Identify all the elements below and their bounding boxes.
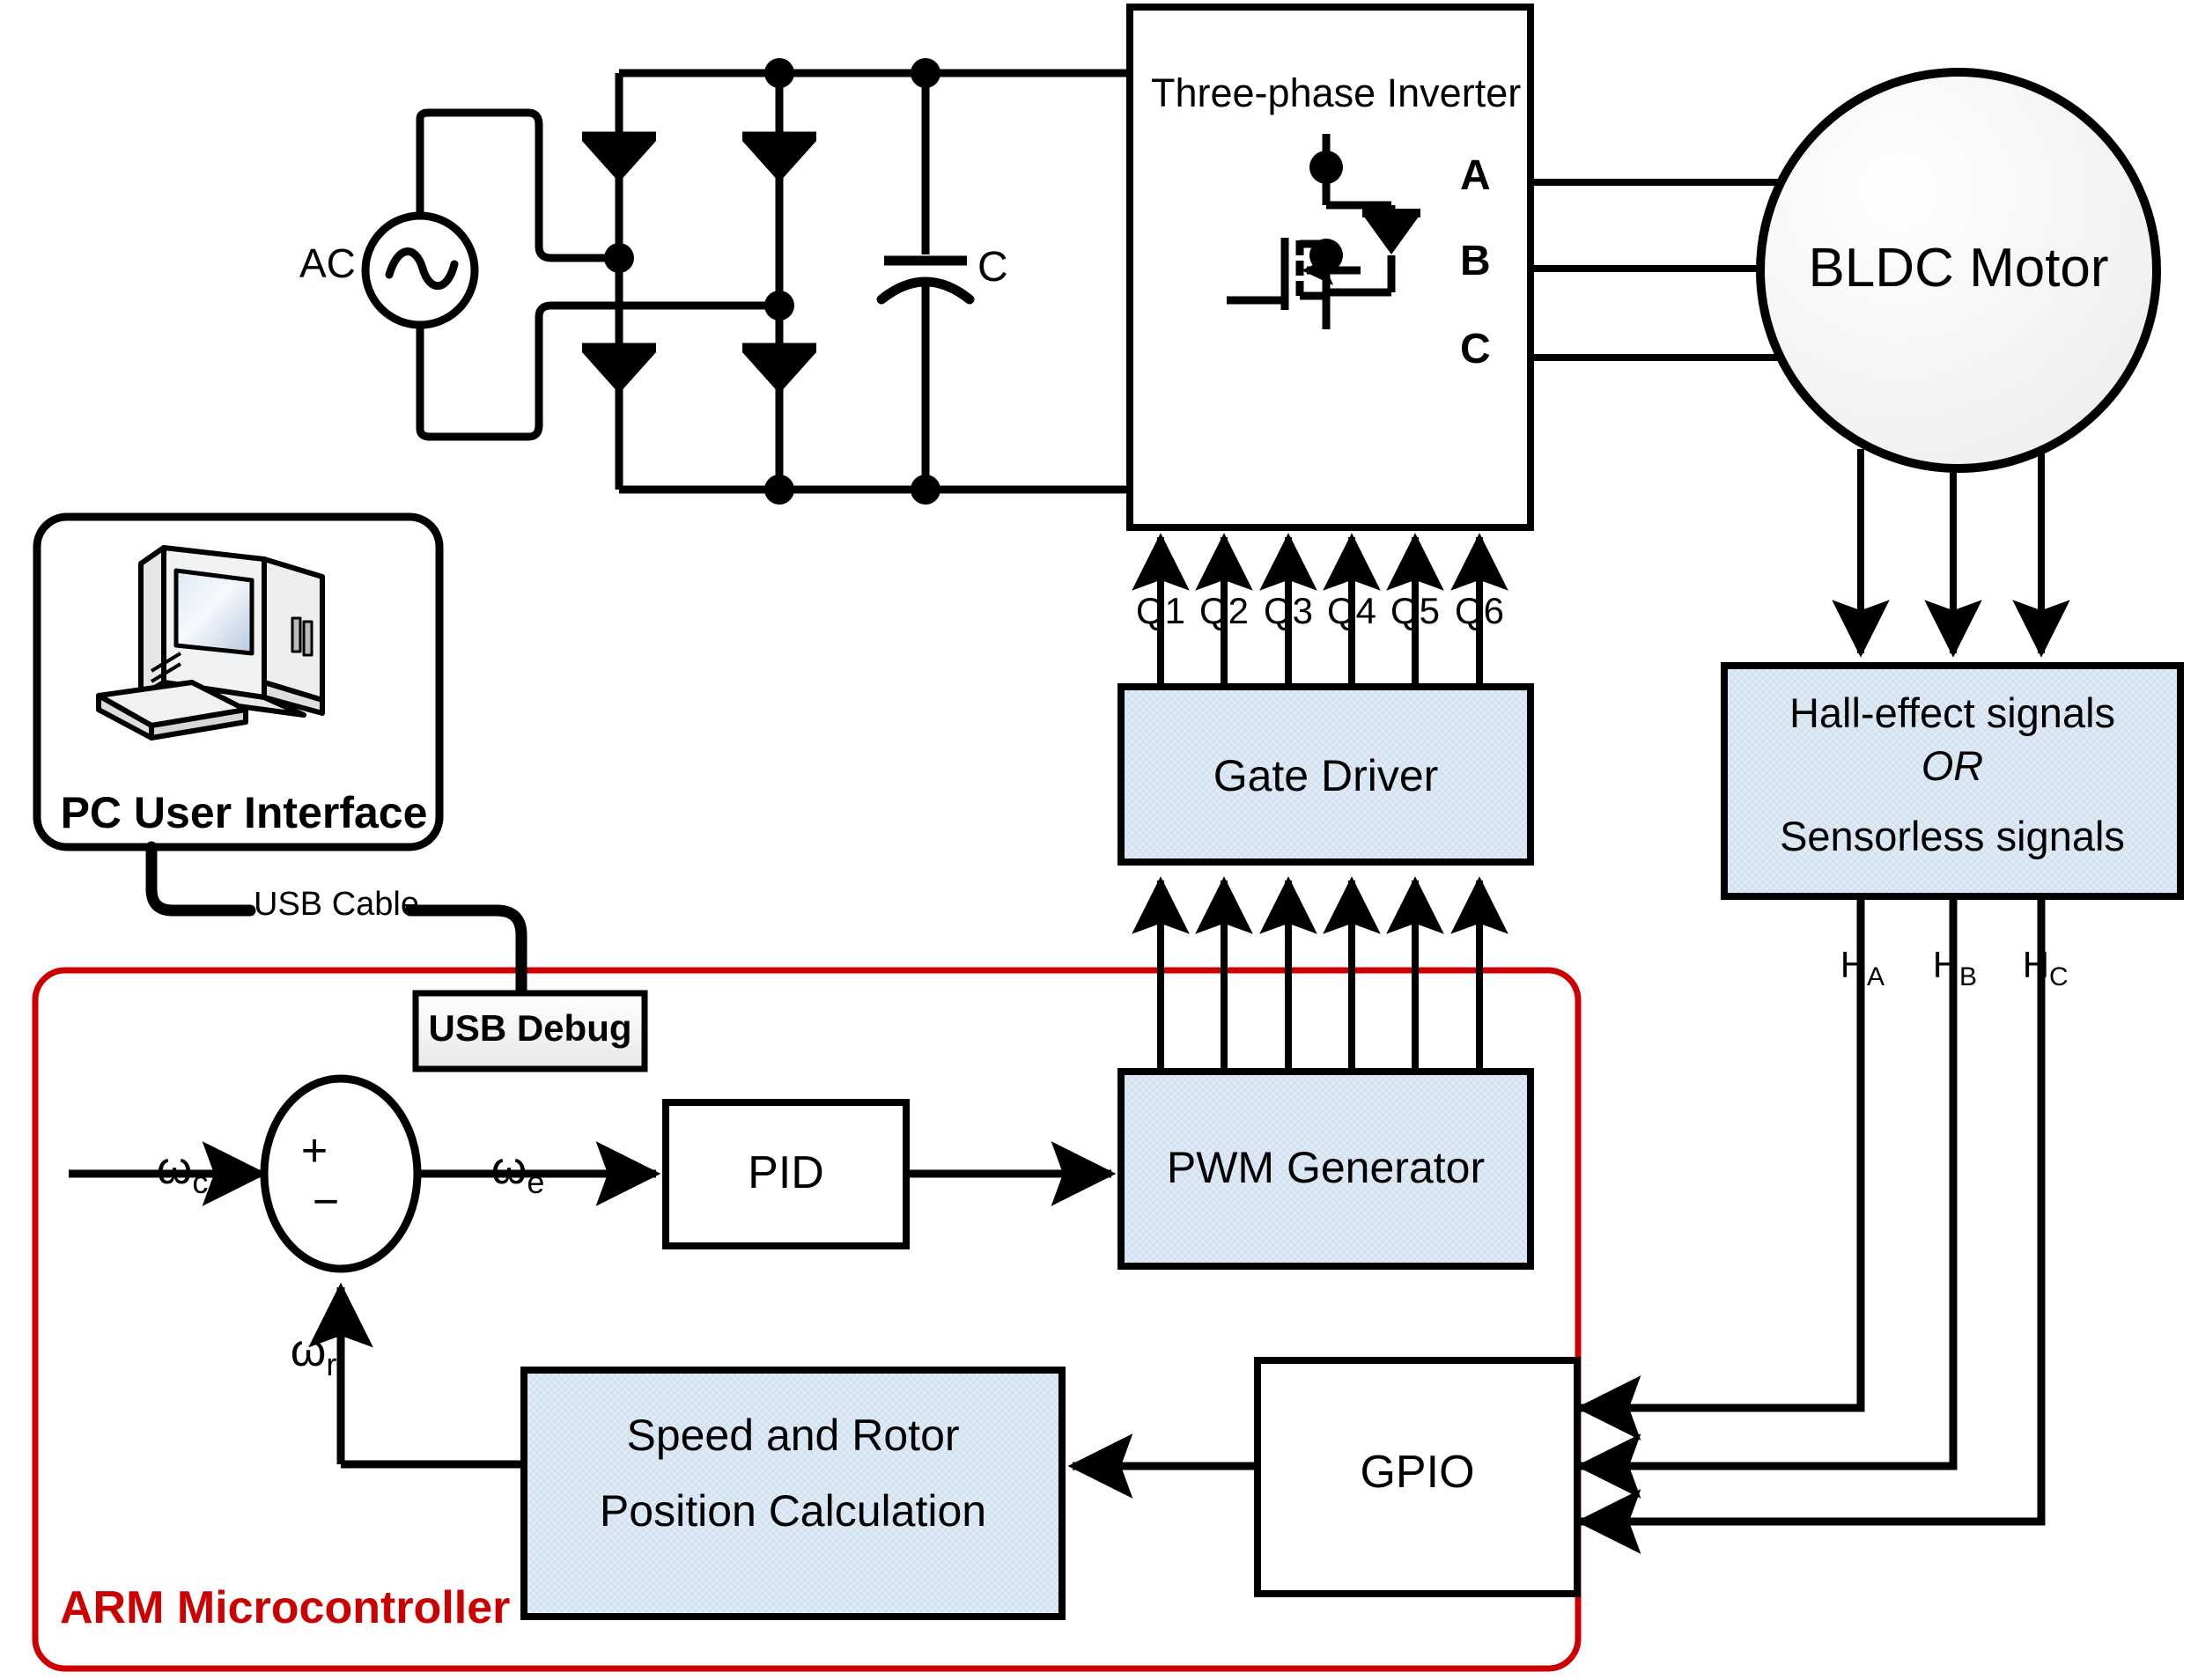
omega-c-subscript: c bbox=[192, 1163, 209, 1200]
diode-d3 bbox=[742, 131, 816, 182]
pwm-generator-block bbox=[1117, 1068, 1534, 1270]
omega-r-base: ω bbox=[290, 1324, 327, 1376]
pid-label: PID bbox=[748, 1147, 824, 1198]
pwm-generator-label: PWM Generator bbox=[1166, 1143, 1486, 1192]
bldc-motor-block bbox=[1756, 68, 2161, 473]
gate-driver-label: Gate Driver bbox=[1213, 751, 1439, 800]
ac-top-lead bbox=[416, 108, 619, 262]
capacitor-label: C bbox=[977, 244, 1008, 291]
phase-label-a: A bbox=[1460, 152, 1491, 199]
hall-signals-line2: OR bbox=[1921, 742, 1984, 789]
bldc-motor-label: BLDC Motor bbox=[1808, 238, 2109, 298]
phase-label-b: B bbox=[1460, 238, 1491, 284]
hall-label-c-base: H bbox=[2022, 944, 2050, 986]
gate-signal-label-q3: Q3 bbox=[1263, 590, 1314, 631]
hall-label-b-base: H bbox=[1932, 944, 1960, 986]
junction-dot bbox=[764, 475, 794, 505]
phase-label-c: C bbox=[1460, 326, 1491, 372]
gate-signal-label-q5: Q5 bbox=[1390, 590, 1441, 631]
junction-dot bbox=[1309, 151, 1343, 184]
junction-dot bbox=[1309, 239, 1343, 272]
gate-driver-block bbox=[1117, 683, 1534, 866]
pc-computer-icon bbox=[96, 545, 325, 741]
hall-signal-line-a bbox=[1575, 896, 1865, 1441]
speed-rotor-calculation-line1: Speed and Rotor bbox=[626, 1411, 960, 1460]
pwm-to-gate-driver-lines bbox=[1132, 876, 1508, 1072]
hall-sensorless-block bbox=[1721, 662, 2184, 900]
ac-source-label: AC bbox=[299, 240, 356, 286]
feedback-speed-label: ωr bbox=[240, 1278, 337, 1429]
gate-signal-label-q2: Q2 bbox=[1199, 590, 1250, 631]
diode-d2 bbox=[582, 343, 656, 394]
capacitor-plate-bottom bbox=[876, 276, 975, 305]
gate-signal-label-q6: Q6 bbox=[1454, 590, 1505, 631]
usb-cable-label: USB Cable bbox=[254, 886, 419, 923]
hall-label-b-subscript: B bbox=[1959, 962, 1978, 992]
gate-signal-label-q4: Q4 bbox=[1326, 590, 1377, 631]
summer-plus-sign: + bbox=[300, 1125, 328, 1176]
hall-label-c-subscript: C bbox=[2049, 962, 2069, 992]
inverter-title: Three-phase Inverter bbox=[1151, 70, 1522, 115]
hall-label-a-base: H bbox=[1840, 944, 1868, 986]
hall-label-a-subscript: A bbox=[1867, 962, 1885, 992]
diode-d1 bbox=[582, 131, 656, 182]
hall-signal-line-c bbox=[1575, 896, 2046, 1554]
usb-debug-block bbox=[412, 990, 648, 1072]
hall-signals-line3: Sensorless signals bbox=[1780, 813, 2125, 859]
hall-signals-line1: Hall-effect signals bbox=[1789, 689, 2116, 736]
hall-label-c: HC bbox=[1981, 907, 2069, 1030]
junction-dot bbox=[764, 291, 794, 321]
hall-label-a: HA bbox=[1799, 907, 1885, 1030]
omega-e-subscript: e bbox=[527, 1163, 545, 1200]
speed-rotor-calculation-block bbox=[520, 1367, 1066, 1620]
omega-c-base: ω bbox=[156, 1142, 193, 1194]
mosfet-symbol bbox=[1227, 164, 1396, 310]
gpio-label: GPIO bbox=[1360, 1447, 1475, 1498]
gate-signal-lines-upper bbox=[1132, 533, 1508, 689]
usb-cable-line bbox=[145, 841, 527, 999]
pc-user-interface-label: PC User Interface bbox=[60, 788, 428, 837]
hall-signal-line-b bbox=[1575, 896, 1958, 1499]
pid-block bbox=[662, 1099, 910, 1249]
mosfet-body-diode bbox=[1362, 209, 1420, 254]
junction-dot bbox=[604, 243, 634, 273]
ac-bottom-lead bbox=[416, 301, 779, 441]
diode-d4 bbox=[742, 343, 816, 394]
arm-microcontroller-label: ARM Microcontroller bbox=[60, 1582, 511, 1633]
gpio-block bbox=[1254, 1357, 1581, 1597]
usb-debug-label: USB Debug bbox=[428, 1007, 632, 1049]
junction-dot bbox=[764, 58, 794, 88]
summer-minus-sign: − bbox=[312, 1176, 340, 1227]
ac-sine-glyph bbox=[385, 247, 459, 291]
omega-e-base: ω bbox=[490, 1142, 527, 1194]
arm-microcontroller-boundary bbox=[32, 967, 1582, 1672]
error-speed-label: ωe bbox=[440, 1096, 545, 1247]
omega-r-subscript: r bbox=[326, 1345, 337, 1382]
speed-rotor-calculation-line2: Position Calculation bbox=[599, 1486, 987, 1536]
hall-label-b: HB bbox=[1892, 907, 1977, 1030]
command-speed-label: ωc bbox=[106, 1096, 209, 1247]
gate-signal-label-q1: Q1 bbox=[1135, 590, 1186, 631]
